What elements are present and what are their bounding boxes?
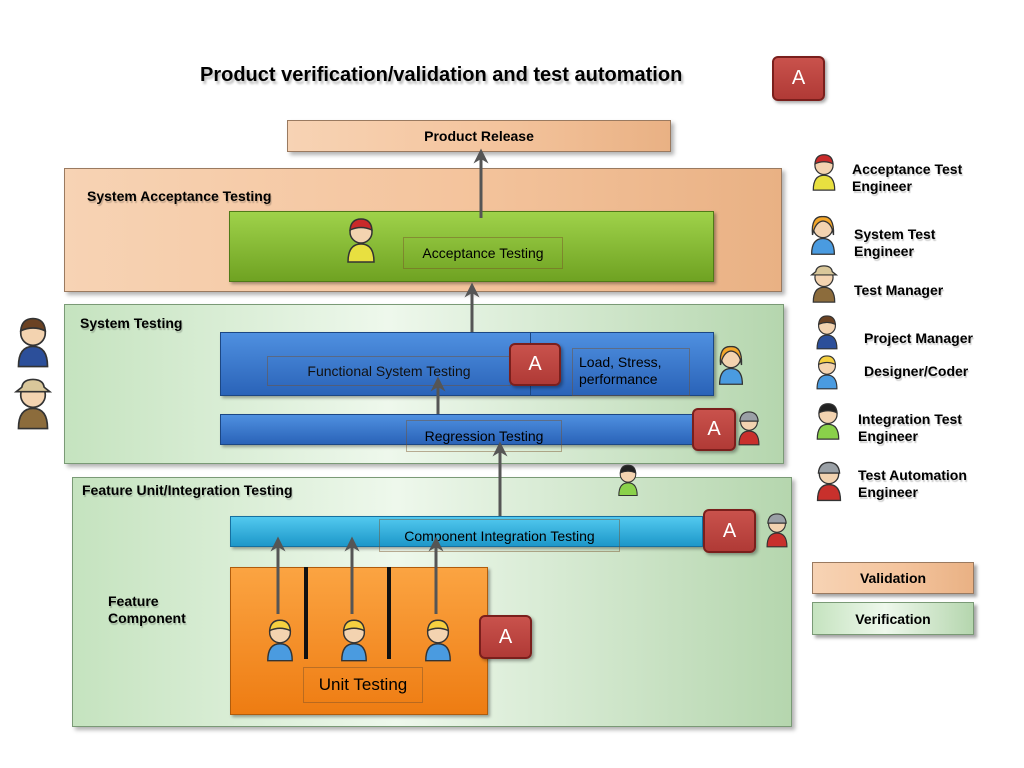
automation-badge-legend: A bbox=[772, 56, 825, 101]
component-integration-testing-label: Component Integration Testing bbox=[379, 519, 620, 552]
legend-test-manager: Test Manager bbox=[854, 282, 944, 298]
legend-project-manager: Project Manager bbox=[864, 330, 973, 346]
person-icon bbox=[816, 461, 842, 502]
legend-test-automation-engineer: Test Automation Engineer bbox=[858, 467, 967, 500]
legend-designer-coder: Designer/Coder bbox=[864, 363, 969, 379]
regression-testing-bar bbox=[220, 414, 713, 445]
person-icon bbox=[347, 218, 375, 263]
automation-badge-functional: A bbox=[509, 343, 561, 386]
person-icon bbox=[816, 403, 840, 440]
legend-integration-test-engineer: Integration Test Engineer bbox=[858, 411, 962, 444]
automation-badge-regression: A bbox=[692, 408, 736, 451]
person-icon bbox=[13, 378, 53, 430]
person-icon bbox=[267, 619, 293, 662]
functional-system-testing-bar bbox=[220, 332, 714, 396]
person-icon bbox=[816, 355, 838, 390]
person-icon bbox=[718, 345, 744, 385]
system-acceptance-label: System Acceptance Testing bbox=[87, 188, 272, 204]
component-integration-testing-bar bbox=[230, 516, 703, 547]
person-icon bbox=[810, 215, 836, 255]
component-divider-1 bbox=[304, 567, 308, 659]
key-validation: Validation bbox=[812, 562, 974, 594]
feature-unit-integration-label: Feature Unit/Integration Testing bbox=[82, 482, 293, 498]
person-icon bbox=[738, 411, 760, 446]
key-verification: Verification bbox=[812, 602, 974, 635]
person-icon bbox=[816, 315, 838, 350]
product-release-box: Product Release bbox=[287, 120, 671, 152]
person-icon bbox=[17, 317, 49, 368]
person-icon bbox=[618, 464, 638, 497]
person-icon bbox=[425, 619, 451, 662]
unit-testing-label: Unit Testing bbox=[303, 667, 423, 703]
acceptance-testing-label: Acceptance Testing bbox=[403, 237, 563, 269]
legend-acceptance-test-engineer: Acceptance Test Engineer bbox=[852, 161, 963, 194]
person-icon bbox=[812, 154, 836, 191]
person-icon bbox=[809, 265, 839, 303]
diagram-title: Product verification/validation and test… bbox=[200, 64, 683, 86]
feature-component-label: Feature Component bbox=[108, 593, 186, 626]
acceptance-testing-bar bbox=[229, 211, 714, 282]
automation-badge-integration: A bbox=[703, 509, 756, 553]
automation-badge-unit: A bbox=[479, 615, 532, 659]
regression-testing-label: Regression Testing bbox=[406, 420, 562, 452]
person-icon bbox=[766, 513, 788, 548]
load-stress-performance-label: Load, Stress, performance bbox=[572, 348, 690, 396]
component-divider-2 bbox=[387, 567, 391, 659]
system-testing-label: System Testing bbox=[80, 315, 183, 331]
person-icon bbox=[341, 619, 367, 662]
legend-system-test-engineer: System Test Engineer bbox=[854, 226, 936, 259]
